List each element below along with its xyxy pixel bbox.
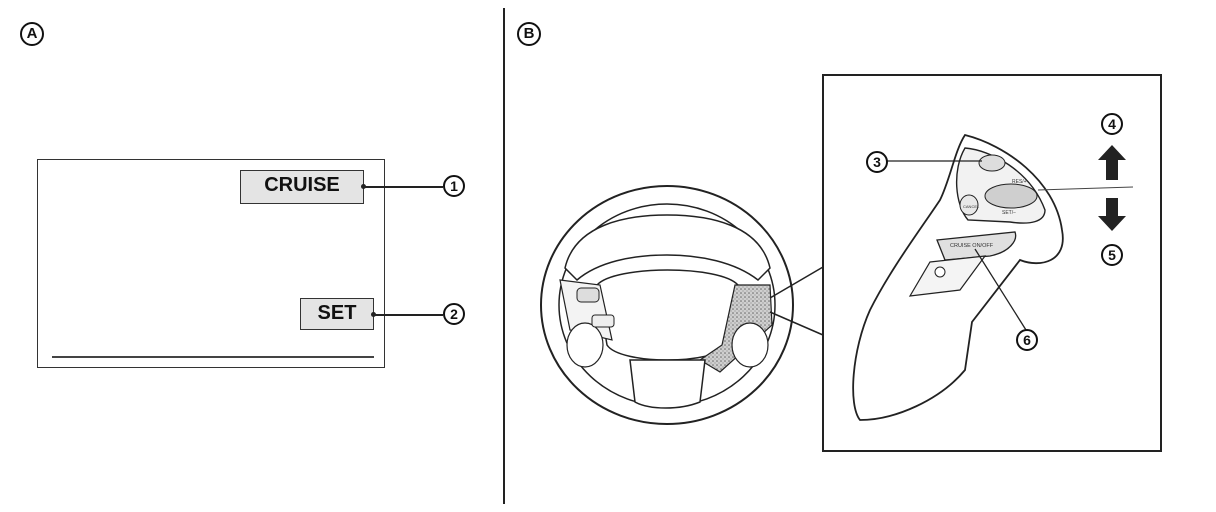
leader-line-2 xyxy=(374,314,443,316)
cancel-label: CANCEL xyxy=(963,204,980,209)
meter-display: CRUISE SET xyxy=(37,159,385,368)
arrow-down-icon xyxy=(1098,198,1126,231)
leader-line-1 xyxy=(364,186,443,188)
set-indicator: SET xyxy=(300,298,374,330)
callout-6: 6 xyxy=(1016,329,1038,351)
display-baseline xyxy=(52,356,374,358)
leader-dot-1 xyxy=(361,184,366,189)
cruise-onoff-label: CRUISE ON/OFF xyxy=(950,243,994,249)
cruise-switch-assembly xyxy=(852,133,1134,421)
panel-a-label: A xyxy=(20,22,44,46)
callout-2: 2 xyxy=(443,303,465,325)
callout-3: 3 xyxy=(866,151,888,173)
panel-divider xyxy=(503,8,505,504)
set-coast-label: SET/− xyxy=(1002,210,1016,216)
res-acc-label: RES/+ xyxy=(1012,179,1027,185)
leader-dot-2 xyxy=(371,312,376,317)
steering-wheel xyxy=(540,185,794,425)
arrow-up-icon xyxy=(1098,145,1126,180)
callout-4: 4 xyxy=(1101,113,1123,135)
callout-1: 1 xyxy=(443,175,465,197)
callout-5: 5 xyxy=(1101,244,1123,266)
panel-b-label: B xyxy=(517,22,541,46)
